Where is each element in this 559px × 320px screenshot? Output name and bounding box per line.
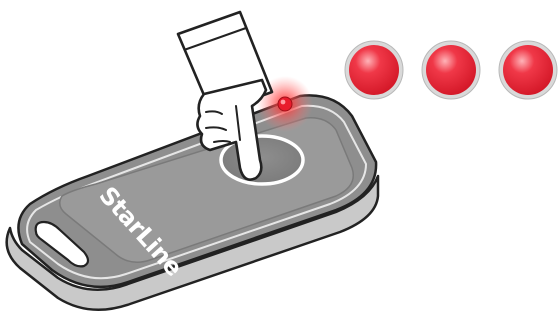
keyfob: StarLine bbox=[7, 76, 378, 310]
red-led-icon bbox=[499, 41, 557, 99]
red-led-icon bbox=[345, 41, 403, 99]
hand-knuckle-3 bbox=[214, 141, 230, 142]
keyfob-led-icon bbox=[278, 97, 292, 111]
red-led-icon bbox=[422, 41, 480, 99]
led-indicator-row bbox=[345, 41, 557, 99]
keyfob-led-highlight bbox=[281, 100, 286, 105]
